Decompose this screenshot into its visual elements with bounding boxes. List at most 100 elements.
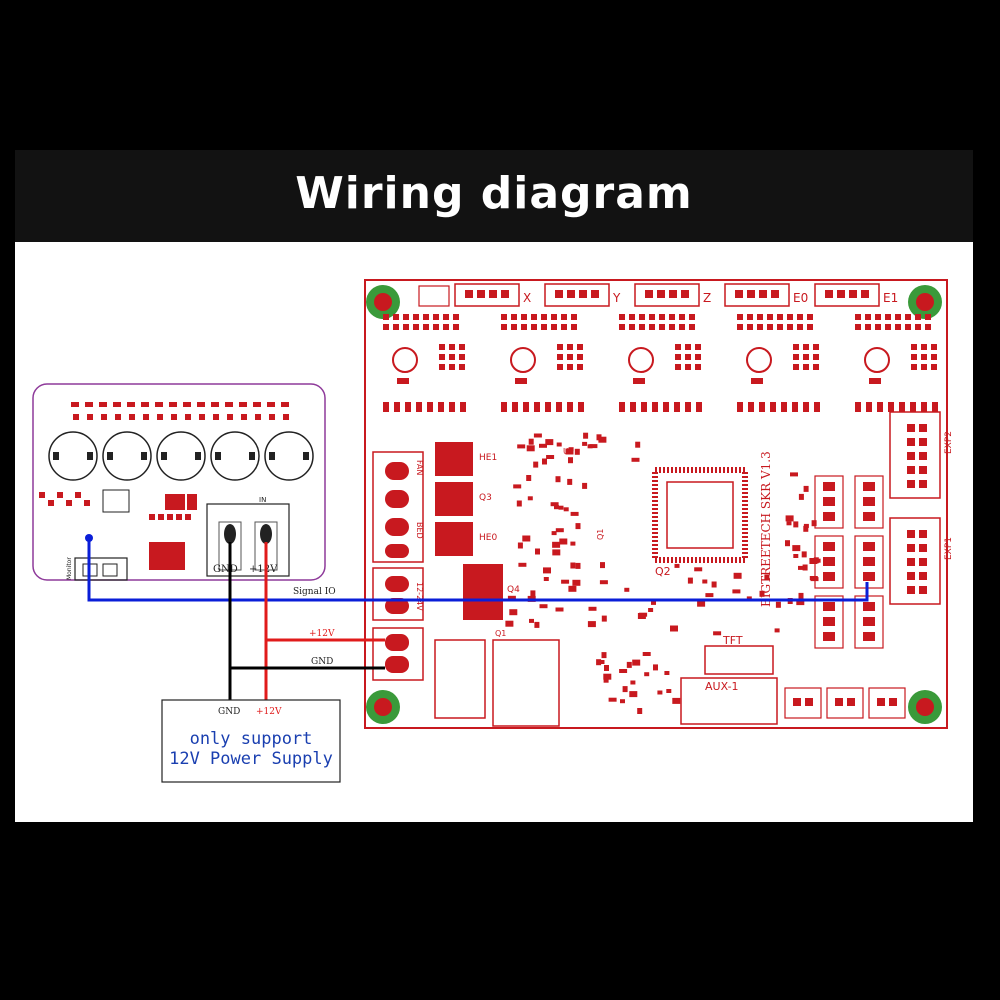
driver-pin bbox=[875, 314, 881, 320]
smd-pad bbox=[127, 402, 135, 407]
driver-pin bbox=[905, 324, 911, 330]
smd-pad bbox=[785, 540, 790, 547]
smd-pad bbox=[653, 664, 658, 671]
driver-pin bbox=[423, 324, 429, 330]
label-he0: BED bbox=[415, 522, 424, 539]
smd-pad bbox=[568, 585, 577, 592]
psu-label-12v: +12V bbox=[256, 707, 282, 717]
smd-pad bbox=[141, 402, 149, 407]
module-signal-connector bbox=[74, 557, 128, 581]
fuse-block bbox=[434, 639, 486, 719]
driver-pin bbox=[925, 314, 931, 320]
smd-pad bbox=[694, 567, 703, 572]
smd-pad bbox=[798, 493, 804, 500]
motor-label-y: Y bbox=[612, 291, 621, 305]
driver-pin bbox=[460, 402, 466, 412]
smd-pad bbox=[648, 608, 654, 612]
jumper-pin bbox=[459, 364, 465, 370]
driver-pin bbox=[669, 314, 675, 320]
driver-capacitor bbox=[746, 347, 772, 373]
driver-pin bbox=[521, 314, 527, 320]
jumper-pin bbox=[911, 354, 917, 360]
smd-pad bbox=[570, 541, 576, 546]
smd-pad bbox=[555, 528, 564, 533]
driver-pin bbox=[541, 324, 547, 330]
endstop-connector bbox=[854, 535, 884, 589]
wiring: Signal IO +12V GND bbox=[87, 538, 869, 704]
mcu-chip: Q2 bbox=[652, 467, 748, 578]
smd-pad bbox=[185, 414, 191, 420]
driver-pin bbox=[545, 402, 551, 412]
smd-pad bbox=[71, 402, 79, 407]
smd-pad bbox=[732, 589, 741, 594]
driver-pin bbox=[578, 402, 584, 412]
connector-pin bbox=[861, 290, 869, 298]
smd-pad bbox=[267, 402, 275, 407]
driver-pin bbox=[405, 402, 411, 412]
jumper-pin bbox=[793, 354, 799, 360]
smd-pad bbox=[169, 402, 177, 407]
driver-pin bbox=[556, 402, 562, 412]
driver-pin bbox=[521, 324, 527, 330]
smd-pad bbox=[558, 505, 564, 510]
resistor bbox=[751, 378, 763, 384]
module-label-12v: +12V bbox=[249, 564, 278, 575]
smd-pad bbox=[87, 414, 93, 420]
driver-pin bbox=[797, 314, 803, 320]
driver-pin bbox=[899, 402, 905, 412]
jumper-pin bbox=[813, 344, 819, 350]
smd-pad bbox=[517, 542, 523, 549]
smd-pad bbox=[253, 402, 261, 407]
smd-pad bbox=[570, 562, 576, 569]
driver-pin bbox=[770, 402, 776, 412]
smd-pad bbox=[518, 562, 527, 567]
header-pin bbox=[919, 530, 927, 538]
jumper-pin bbox=[931, 354, 937, 360]
endstop-pin bbox=[863, 542, 875, 551]
smd-pad bbox=[556, 442, 562, 447]
driver-pin bbox=[531, 314, 537, 320]
smd-pad bbox=[801, 551, 807, 558]
connector-pin bbox=[645, 290, 653, 298]
smd-pad bbox=[563, 507, 569, 512]
driver-pin bbox=[865, 314, 871, 320]
smd-pad bbox=[528, 438, 534, 445]
smd-pad bbox=[48, 500, 54, 506]
motor-connector bbox=[544, 283, 610, 307]
smd-pad bbox=[551, 531, 557, 536]
smd-pad bbox=[803, 485, 809, 492]
smd-pad bbox=[608, 697, 617, 702]
driver-pin bbox=[910, 402, 916, 412]
header-pin bbox=[919, 558, 927, 566]
jumper-pin bbox=[685, 364, 691, 370]
smd-pad bbox=[600, 562, 605, 569]
connector-pin bbox=[669, 290, 677, 298]
driver-pin bbox=[619, 324, 625, 330]
driver-pin bbox=[921, 402, 927, 412]
endstop-pin bbox=[823, 512, 835, 521]
driver-pin bbox=[915, 324, 921, 330]
smd-pad bbox=[149, 514, 155, 520]
driver-pin bbox=[501, 314, 507, 320]
driver-capacitor bbox=[392, 347, 418, 373]
driver-pin bbox=[787, 314, 793, 320]
smd-pad bbox=[167, 514, 173, 520]
driver-pin bbox=[669, 324, 675, 330]
jumper-pin bbox=[577, 354, 583, 360]
jumper-pin bbox=[931, 344, 937, 350]
label-usb: Q1 bbox=[495, 629, 506, 638]
driver-pin bbox=[737, 314, 743, 320]
connector-pin bbox=[877, 698, 885, 706]
driver-pin bbox=[888, 402, 894, 412]
capacitor bbox=[264, 431, 314, 481]
driver-pin bbox=[541, 314, 547, 320]
smd-pad bbox=[582, 482, 588, 489]
smd-pad bbox=[183, 402, 191, 407]
jumper-pin bbox=[685, 344, 691, 350]
smd-pad bbox=[810, 577, 819, 582]
smd-pad bbox=[803, 525, 809, 532]
smd-pad bbox=[129, 414, 135, 420]
module-label-in: IN bbox=[259, 496, 266, 504]
